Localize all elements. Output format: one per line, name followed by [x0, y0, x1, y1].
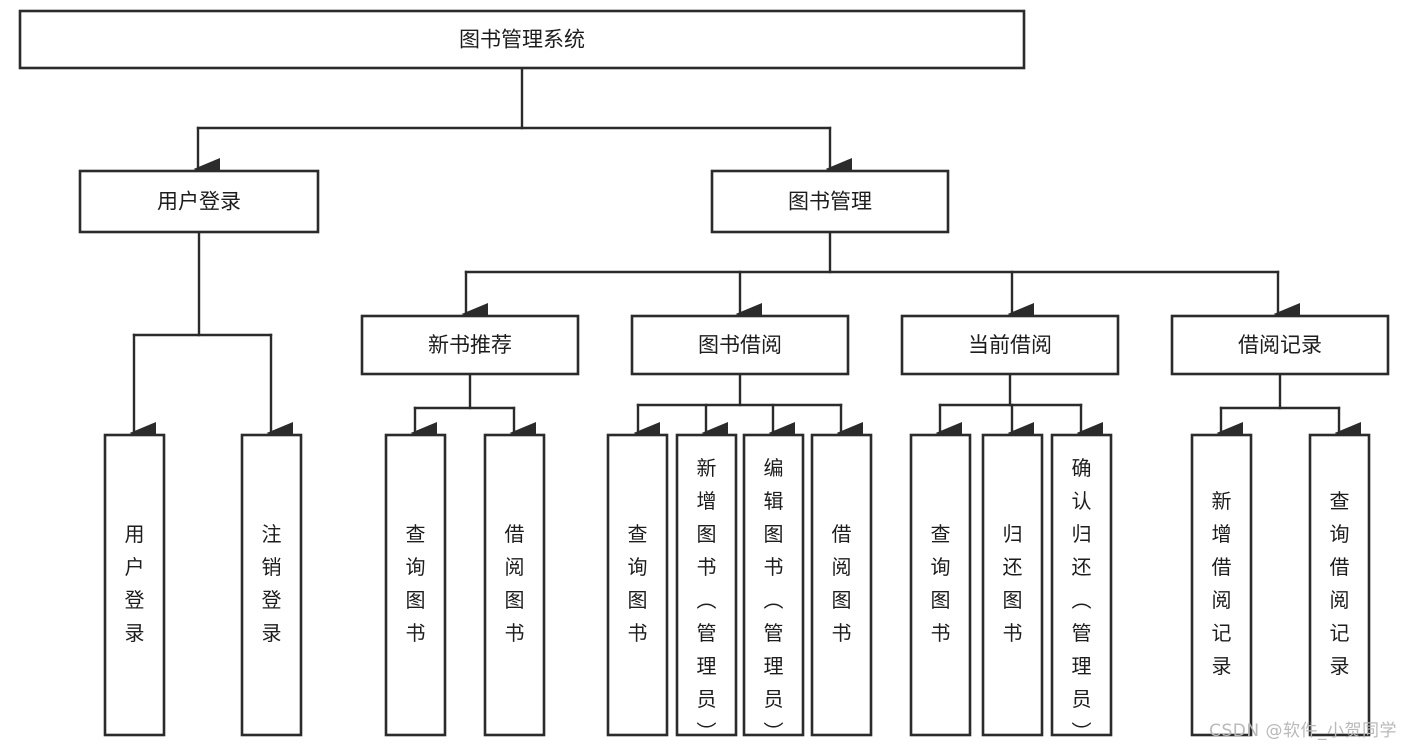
node-label-leaf-query-book-borrow: 查询图书: [628, 522, 648, 645]
node-label-leaf-add-book: 新增图书︵管理员︶: [697, 456, 717, 744]
connector-user-login-to-leaves: [129, 230, 293, 444]
node-leaf-return-book[interactable]: 归还图书: [981, 433, 1044, 737]
node-box-current-borrow[interactable]: [900, 314, 1120, 376]
node-label-current-borrow: 当前借阅: [968, 333, 1052, 357]
node-box-leaf-borrow-book-recommend[interactable]: [483, 433, 546, 737]
connector-book-management-to-level3: [461, 230, 1300, 325]
node-box-book-management[interactable]: [710, 169, 950, 234]
node-leaf-edit-book[interactable]: 编辑图书︵管理员︶: [742, 433, 805, 744]
connector-book-borrow-to-leaves: [633, 372, 863, 444]
node-root[interactable]: 图书管理系统: [18, 9, 1026, 70]
node-label-leaf-edit-book: 编辑图书︵管理员︶: [764, 456, 784, 744]
node-book-management[interactable]: 图书管理: [710, 169, 950, 234]
node-box-leaf-add-book[interactable]: [675, 433, 738, 737]
node-box-leaf-user-login[interactable]: [103, 433, 166, 737]
node-leaf-user-logout[interactable]: 注销登录: [240, 433, 303, 737]
node-label-user-login: 用户登录: [157, 190, 241, 214]
node-borrow-record[interactable]: 借阅记录: [1170, 314, 1390, 376]
node-current-borrow[interactable]: 当前借阅: [900, 314, 1120, 376]
node-leaf-add-borrow-record[interactable]: 新增借阅记录: [1190, 433, 1253, 737]
node-label-leaf-borrow-book-recommend: 借阅图书: [505, 522, 525, 645]
node-box-leaf-query-book-current[interactable]: [909, 433, 972, 737]
node-box-new-book-recommend[interactable]: [360, 314, 580, 376]
node-label-leaf-add-borrow-record: 新增借阅记录: [1212, 489, 1232, 678]
node-leaf-query-borrow-record[interactable]: 查询借阅记录: [1308, 433, 1371, 737]
node-box-leaf-confirm-return[interactable]: [1050, 433, 1113, 737]
node-label-leaf-user-logout: 注销登录: [262, 522, 282, 645]
node-box-borrow-record[interactable]: [1170, 314, 1390, 376]
node-leaf-borrow-book[interactable]: 借阅图书: [810, 433, 873, 737]
node-box-leaf-query-book-borrow[interactable]: [606, 433, 669, 737]
node-box-leaf-edit-book[interactable]: [742, 433, 805, 737]
node-leaf-query-book-recommend[interactable]: 查询图书: [384, 433, 447, 737]
node-box-leaf-query-book-recommend[interactable]: [384, 433, 447, 737]
node-box-leaf-query-borrow-record[interactable]: [1308, 433, 1371, 737]
node-box-user-login[interactable]: [78, 169, 320, 234]
node-new-book-recommend[interactable]: 新书推荐: [360, 314, 580, 376]
node-leaf-query-book-current[interactable]: 查询图书: [909, 433, 972, 737]
node-label-borrow-record: 借阅记录: [1238, 333, 1322, 357]
node-leaf-query-book-borrow[interactable]: 查询图书: [606, 433, 669, 737]
node-box-leaf-user-logout[interactable]: [240, 433, 303, 737]
node-layer: 图书管理系统用户登录图书管理新书推荐图书借阅当前借阅借阅记录用户登录注销登录查询…: [18, 9, 1390, 744]
node-label-leaf-return-book: 归还图书: [1003, 522, 1023, 645]
node-box-book-borrow[interactable]: [630, 314, 850, 376]
watermark-text: CSDN @软件_小贺同学: [1209, 721, 1397, 741]
node-leaf-add-book[interactable]: 新增图书︵管理员︶: [675, 433, 738, 744]
connector-layer: [129, 66, 1361, 444]
node-label-new-book-recommend: 新书推荐: [428, 333, 512, 357]
node-label-leaf-query-book-recommend: 查询图书: [406, 522, 426, 645]
node-user-login[interactable]: 用户登录: [78, 169, 320, 234]
node-book-borrow[interactable]: 图书借阅: [630, 314, 850, 376]
node-label-leaf-query-book-current: 查询图书: [931, 522, 951, 645]
node-leaf-confirm-return[interactable]: 确认归还︵管理员︶: [1050, 433, 1113, 744]
node-label-leaf-borrow-book: 借阅图书: [832, 522, 852, 645]
connector-new-book-recommend-to-leaves: [410, 372, 536, 444]
connector-root-to-level2: [193, 66, 852, 180]
node-label-leaf-user-login: 用户登录: [125, 522, 145, 645]
node-label-leaf-query-borrow-record: 查询借阅记录: [1330, 489, 1350, 678]
node-label-leaf-confirm-return: 确认归还︵管理员︶: [1072, 456, 1092, 744]
node-box-root[interactable]: [18, 9, 1026, 70]
node-box-leaf-return-book[interactable]: [981, 433, 1044, 737]
node-leaf-borrow-book-recommend[interactable]: 借阅图书: [483, 433, 546, 737]
connector-borrow-record-to-leaves: [1216, 372, 1361, 444]
node-label-book-borrow: 图书借阅: [698, 333, 782, 357]
connector-current-borrow-to-leaves: [935, 372, 1103, 444]
node-label-book-management: 图书管理: [788, 190, 872, 214]
node-box-leaf-borrow-book[interactable]: [810, 433, 873, 737]
node-label-root: 图书管理系统: [459, 28, 585, 52]
node-box-leaf-add-borrow-record[interactable]: [1190, 433, 1253, 737]
node-leaf-user-login[interactable]: 用户登录: [103, 433, 166, 737]
